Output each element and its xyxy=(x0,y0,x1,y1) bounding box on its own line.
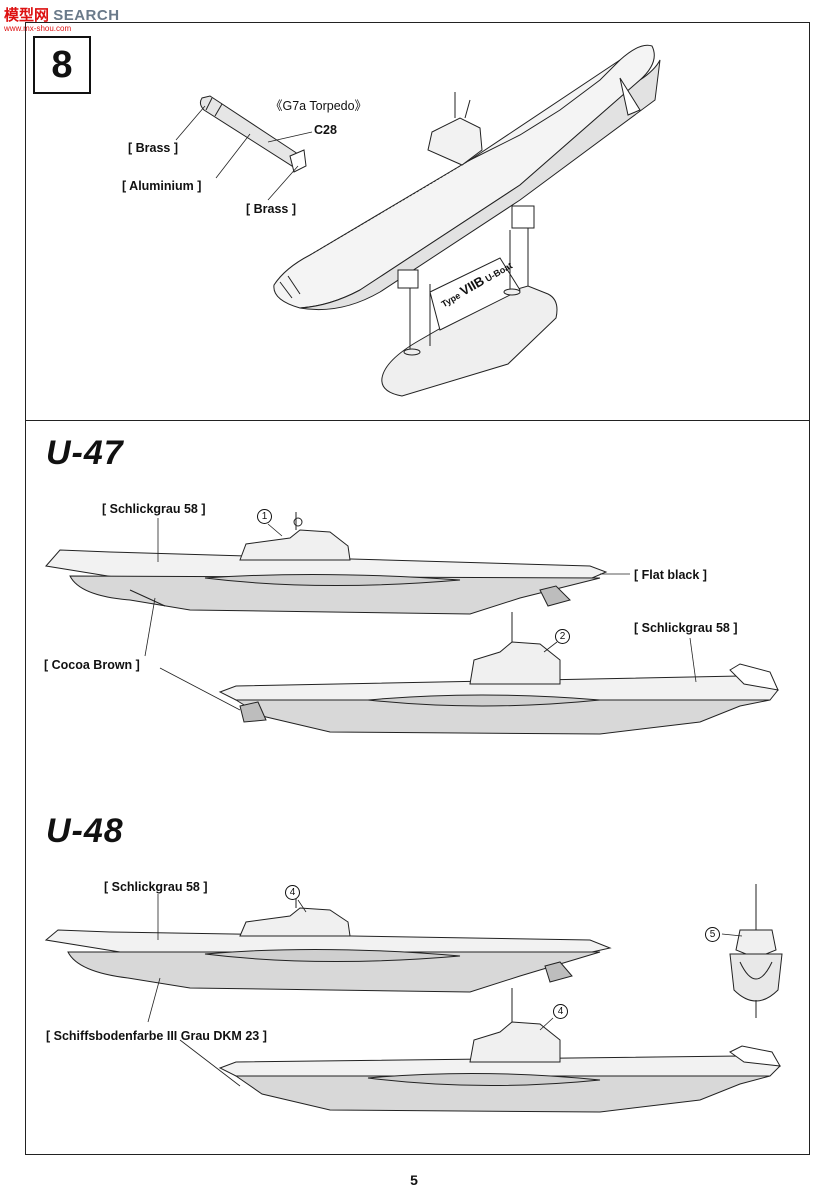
callout-5: 5 xyxy=(705,927,720,942)
torpedo-name-label: 《G7a Torpedo》 xyxy=(270,99,368,113)
submarine-model-drawing xyxy=(273,44,661,311)
torpedo-drawing xyxy=(199,95,307,173)
u48-submarine-profile-2 xyxy=(218,988,781,1113)
u47-submarine-profile-1 xyxy=(45,512,608,615)
torpedo-paint-label-2: [ Aluminium ] xyxy=(122,179,202,193)
page-frame xyxy=(25,22,810,1155)
u47-top-paint-label: [ Schlickgrau 58 ] xyxy=(102,502,206,516)
callout-4-lower: 4 xyxy=(553,1004,568,1019)
u48-leaders xyxy=(147,523,743,1087)
torpedo-paint-label-1: [ Brass ] xyxy=(128,141,179,155)
callout-2: 2 xyxy=(555,629,570,644)
step-number-box: 8 xyxy=(33,36,91,94)
watermark-logo: 模型网 SEARCH xyxy=(4,4,120,25)
u47-title: U-47 xyxy=(46,434,124,472)
callout-1: 1 xyxy=(257,509,272,524)
watermark-search: SEARCH xyxy=(53,7,120,24)
callout-4-upper: 4 xyxy=(285,885,300,900)
torpedo-paint-label-3: [ Brass ] xyxy=(246,202,297,216)
u48-top-paint-label: [ Schlickgrau 58 ] xyxy=(104,880,208,894)
u47-leaders xyxy=(144,518,697,711)
display-stand-drawing xyxy=(381,205,558,397)
u48-submarine-profile-1 xyxy=(44,888,612,993)
torpedo-part-label: C28 xyxy=(314,123,337,137)
u48-bow-view xyxy=(729,884,783,1018)
u47-hull-paint-label: [ Cocoa Brown ] xyxy=(44,658,140,672)
u47-right-paint-label: [ Schlickgrau 58 ] xyxy=(634,621,738,635)
u48-hull-paint-label: [ Schiffsbodenfarbe III Grau DKM 23 ] xyxy=(46,1029,267,1043)
torpedo-leaders xyxy=(175,105,313,201)
watermark-url: www.mx-shou.com xyxy=(4,24,72,33)
page-number: 5 xyxy=(410,1172,418,1188)
u47-deck-paint-label: [ Flat black ] xyxy=(634,568,707,582)
u48-title: U-48 xyxy=(46,812,124,850)
u47-submarine-profile-2 xyxy=(218,612,779,735)
watermark-brand: 模型网 xyxy=(4,7,50,24)
section-divider xyxy=(25,420,810,421)
